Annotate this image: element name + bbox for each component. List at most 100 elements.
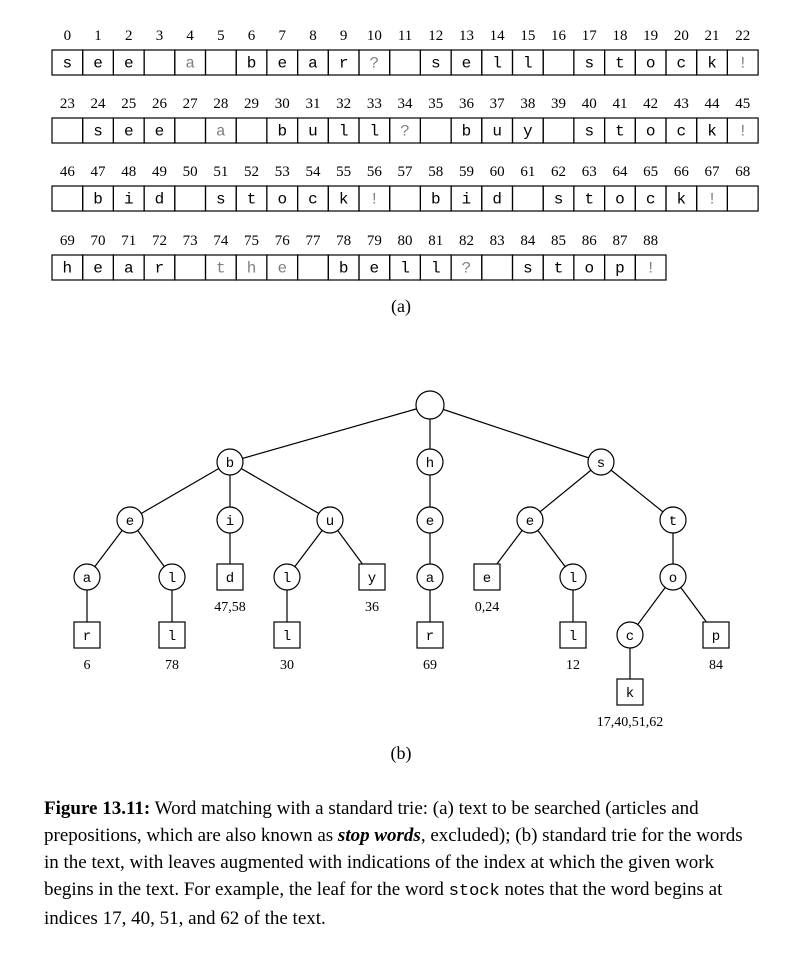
- index-label: 4: [186, 28, 194, 44]
- index-label: 28: [213, 96, 228, 112]
- node-letter: e: [126, 514, 134, 530]
- char-cell: [726, 185, 759, 212]
- index-label: 10: [367, 28, 382, 44]
- index-label: 6: [248, 28, 256, 44]
- trie-leaf: [616, 678, 644, 706]
- node-letter: o: [669, 571, 677, 587]
- char-label: k: [707, 123, 717, 141]
- index-label: 51: [213, 164, 228, 180]
- stop-words-term: stop words: [337, 825, 421, 846]
- trie-node: [416, 506, 444, 534]
- index-label: 8: [309, 28, 317, 44]
- node-letter: e: [483, 571, 491, 587]
- index-label: 75: [244, 233, 259, 249]
- char-label: t: [615, 55, 625, 73]
- char-cell: [143, 49, 176, 76]
- char-cell: [542, 49, 575, 76]
- char-label: c: [677, 123, 687, 141]
- node-letter: l: [168, 571, 176, 587]
- char-label: s: [523, 260, 533, 278]
- index-label: 81: [428, 233, 443, 249]
- occurrence-label: 17,40,51,62: [597, 715, 664, 730]
- char-label: b: [277, 123, 287, 141]
- index-label: 47: [91, 164, 107, 180]
- char-label: l: [339, 123, 349, 141]
- node-letter: h: [426, 456, 434, 472]
- index-label: 32: [336, 96, 351, 112]
- char-label: k: [707, 55, 717, 73]
- char-label: h: [247, 260, 257, 278]
- index-label: 44: [705, 96, 721, 112]
- char-cell: [389, 49, 422, 76]
- index-label: 78: [336, 233, 351, 249]
- index-label: 71: [121, 233, 136, 249]
- trie-edge: [429, 404, 602, 463]
- index-label: 7: [279, 28, 287, 44]
- trie-node: [659, 506, 687, 534]
- char-label: c: [646, 191, 656, 209]
- char-label: o: [646, 123, 656, 141]
- occurrence-label: 6: [84, 658, 91, 673]
- char-cell: [419, 117, 452, 144]
- index-label: 27: [183, 96, 199, 112]
- trie-leaf: [158, 621, 186, 649]
- char-label: ?: [370, 55, 380, 73]
- panel-label-b: (b): [391, 743, 412, 764]
- trie-leaf: [416, 621, 444, 649]
- index-label: 23: [60, 96, 75, 112]
- char-cell: [51, 185, 84, 212]
- trie-edge: [129, 461, 231, 521]
- trie-edge: [600, 461, 674, 521]
- index-label: 53: [275, 164, 290, 180]
- char-label: e: [93, 55, 103, 73]
- char-cell: [235, 117, 268, 144]
- occurrence-label: 84: [709, 658, 723, 673]
- node-letter: e: [426, 514, 434, 530]
- char-label: a: [216, 123, 226, 141]
- index-label: 88: [643, 233, 658, 249]
- trie-node: [416, 448, 444, 476]
- char-label: b: [431, 191, 441, 209]
- char-label: t: [216, 260, 226, 278]
- index-label: 9: [340, 28, 348, 44]
- index-label: 64: [612, 164, 628, 180]
- char-label: d: [155, 191, 165, 209]
- code-word: stock: [448, 882, 500, 901]
- index-label: 15: [520, 28, 535, 44]
- char-label: !: [370, 191, 380, 209]
- node-letter: t: [669, 514, 677, 530]
- char-label: ?: [462, 260, 472, 278]
- trie-edge: [529, 461, 602, 521]
- char-label: e: [277, 260, 287, 278]
- index-label: 61: [520, 164, 535, 180]
- index-label: 34: [398, 96, 414, 112]
- index-label: 29: [244, 96, 259, 112]
- char-cell: [51, 117, 84, 144]
- char-label: i: [462, 191, 472, 209]
- char-label: o: [584, 260, 594, 278]
- index-label: 65: [643, 164, 658, 180]
- index-label: 40: [582, 96, 597, 112]
- index-label: 19: [643, 28, 658, 44]
- char-label: s: [554, 191, 564, 209]
- occurrence-label: 47,58: [214, 600, 246, 615]
- trie-node: [559, 563, 587, 591]
- char-label: h: [63, 260, 73, 278]
- char-cell: [511, 185, 544, 212]
- char-label: k: [677, 191, 687, 209]
- index-label: 48: [121, 164, 136, 180]
- occurrence-label: 78: [165, 658, 179, 673]
- char-label: !: [646, 260, 656, 278]
- trie-node: [216, 448, 244, 476]
- index-label: 5: [217, 28, 225, 44]
- node-letter: b: [226, 456, 234, 472]
- node-letter: r: [83, 629, 91, 645]
- node-letter: d: [226, 571, 234, 587]
- index-label: 45: [735, 96, 750, 112]
- node-letter: l: [168, 629, 176, 645]
- caption-text-1: Word matching with a standard trie: (a) …: [44, 798, 699, 846]
- index-label: 30: [275, 96, 290, 112]
- char-label: a: [308, 55, 318, 73]
